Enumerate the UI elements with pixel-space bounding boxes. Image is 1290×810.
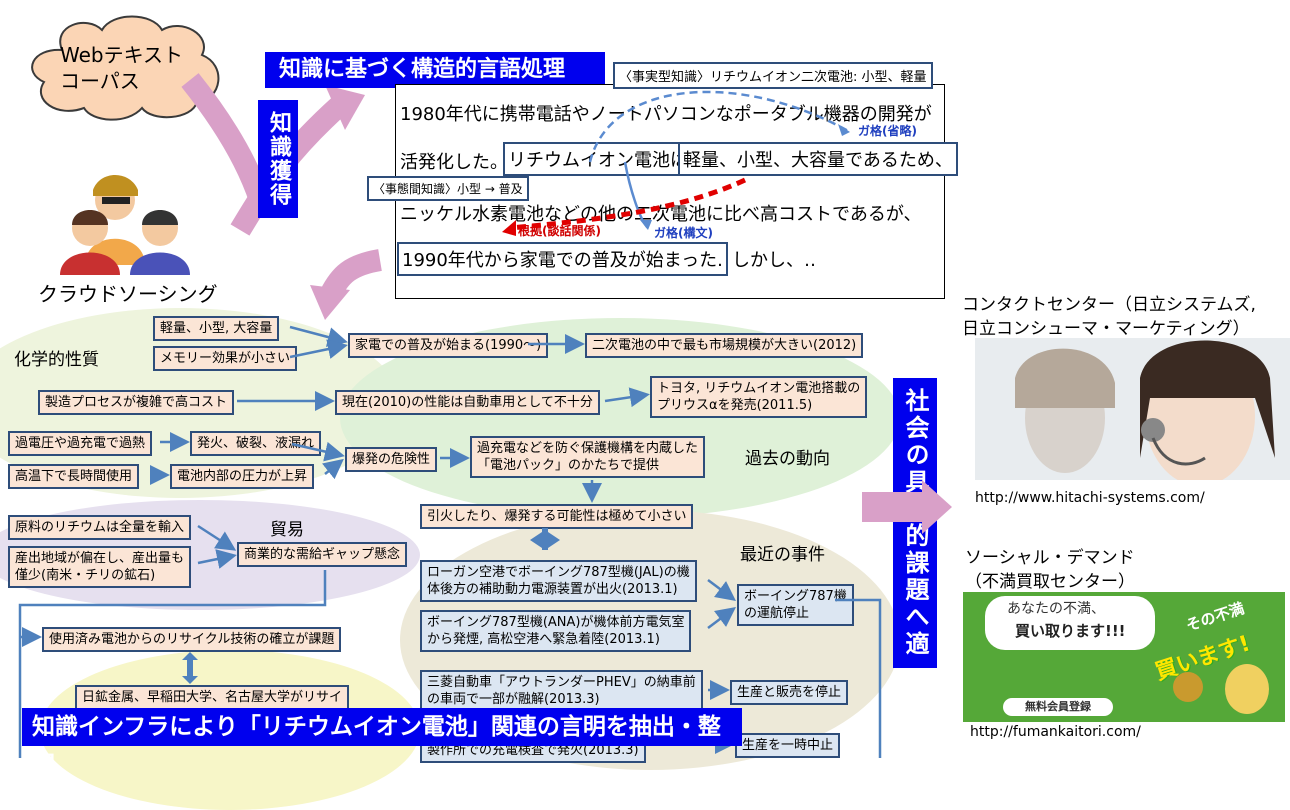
knowledge-acquisition-label: 知識獲得 bbox=[258, 100, 298, 218]
factual-knowledge-box: 〈事実型知識〉リチウムイオン二次電池: 小型、軽量 bbox=[613, 62, 933, 89]
cloud-line2: コーパス bbox=[60, 69, 140, 93]
node-largest-market: 二次電池の中で最も市場規模が大きい(2012) bbox=[585, 333, 864, 358]
node-memory: メモリー効果が小さい bbox=[153, 346, 298, 371]
ad-text2: 買い取ります!!! bbox=[1015, 622, 1126, 640]
property-box: 軽量、小型、大容量であるため、 bbox=[678, 142, 958, 176]
node-protection: 過充電などを防ぐ保護機構を内蔵した 「電池パック」のかたちで提供 bbox=[470, 436, 706, 478]
node-toyota: トヨタ, リチウムイオン電池搭載の プリウスαを発売(2011.5) bbox=[650, 376, 868, 418]
event-knowledge-box: 〈事態間知識〉小型 → 普及 bbox=[367, 176, 529, 201]
annotation-arcs bbox=[502, 90, 851, 236]
node-logan-line2: 体後方の補助動力電源装置が出火(2013.1) bbox=[427, 582, 678, 597]
node-boeing-stop-line1: ボーイング787機 bbox=[744, 589, 847, 604]
node-commercial-gap: 商業的な需給ギャップ懸念 bbox=[237, 542, 408, 567]
node-toyota-line2: プリウスαを発売(2011.5) bbox=[657, 398, 813, 413]
ga-omitted-label: ガ格(省略) bbox=[858, 124, 917, 138]
bottom-banner: 知識インフラにより「リチウムイオン電池」関連の言明を抽出・整理 bbox=[22, 708, 742, 778]
social-demand-line1: ソーシャル・デマンド bbox=[965, 548, 1135, 568]
social-demand-line2: （不満買取センター） bbox=[965, 572, 1135, 592]
node-high-temp: 高温下で長時間使用 bbox=[8, 464, 140, 489]
node-fire: 発火、破裂、液漏れ bbox=[190, 431, 322, 456]
ad-register-bar[interactable]: 無料会員登録 bbox=[1003, 698, 1113, 716]
node-prod-stop: 生産と販売を停止 bbox=[730, 680, 849, 705]
connector-arrows bbox=[18, 325, 882, 758]
trade-label: 貿易 bbox=[270, 520, 304, 540]
crowd-people-icon bbox=[60, 175, 190, 275]
contact-center-line1: コンタクトセンター（日立システムズ, bbox=[962, 295, 1256, 315]
node-light-small: 軽量、小型, 大容量 bbox=[153, 316, 280, 341]
node-mitsubishi-line2: の車両で一部が融解(2013.3) bbox=[427, 692, 600, 707]
node-production-area-line2: 僅少(南米・チリの鉱石) bbox=[15, 568, 156, 583]
node-recycle: 使用済み電池からのリサイクル技術の確立が課題 bbox=[42, 627, 342, 652]
node-protection-line1: 過充電などを防ぐ保護機構を内蔵した bbox=[477, 441, 699, 456]
node-ana-line1: ボーイング787型機(ANA)が機体前方電気室 bbox=[427, 615, 685, 630]
node-ana-line2: から発煙, 高松空港へ緊急着陸(2013.1) bbox=[427, 632, 660, 647]
ad-character-icon bbox=[1225, 664, 1269, 714]
node-ana: ボーイング787型機(ANA)が機体前方電気室 から発煙, 高松空港へ緊急着陸(… bbox=[420, 610, 692, 652]
node-boeing-stop-line2: の運航停止 bbox=[744, 606, 810, 621]
node-explosion-risk: 爆発の危険性 bbox=[345, 447, 438, 472]
node-mitsubishi-line1: 三菱自動車「アウトランダーPHEV」の納車前 bbox=[427, 675, 696, 690]
node-prod-pause: 生産を一時中止 bbox=[735, 733, 841, 758]
chemical-label: 化学的性質 bbox=[14, 350, 99, 370]
node-production-area: 産出地域が偏在し、産出量も 僅少(南米・チリの鉱石) bbox=[8, 546, 192, 588]
spread-box: 1990年代から家電での普及が始まった. bbox=[397, 242, 728, 276]
node-production-area-line1: 産出地域が偏在し、産出量も bbox=[15, 551, 185, 566]
text-line3: ニッケル水素電池などの他の二次電池に比べ高コストであるが、 bbox=[400, 204, 922, 225]
node-boeing-stop: ボーイング787機 の運航停止 bbox=[737, 584, 854, 626]
recent-label: 最近の事件 bbox=[740, 545, 825, 565]
node-manufacturing: 製造プロセスが複雑で高コスト bbox=[38, 390, 235, 415]
apply-arrow bbox=[862, 480, 952, 534]
node-lithium-import: 原料のリチウムは全量を輸入 bbox=[8, 515, 192, 540]
node-logan: ローガン空港でボーイング787型機(JAL)の機 体後方の補助動力電源装置が出火… bbox=[420, 560, 697, 602]
node-logan-line1: ローガン空港でボーイング787型機(JAL)の機 bbox=[427, 565, 690, 580]
battery-subject-box: リチウムイオン電池は bbox=[503, 142, 693, 176]
node-mitsubishi: 三菱自動車「アウトランダーPHEV」の納車前 の車両で一部が融解(2013.3) bbox=[420, 670, 703, 712]
node-overcharge: 過電圧や過充電で過熱 bbox=[8, 431, 153, 456]
ga-syntax-label: ガ格(構文) bbox=[654, 226, 713, 240]
crowdsourcing-label: クラウドソーシング bbox=[38, 282, 218, 306]
ad-coin-icon bbox=[1173, 672, 1203, 702]
text-line4b: しかし、‥ bbox=[732, 250, 817, 271]
node-current-perf: 現在(2010)の性能は自動車用として不十分 bbox=[335, 390, 600, 415]
past-label: 過去の動向 bbox=[745, 449, 830, 469]
ad-speech-bubble bbox=[985, 596, 1155, 650]
node-ignition: 引火したり、爆発する可能性は極めて小さい bbox=[420, 504, 694, 529]
ad-text1: あなたの不満、 bbox=[1007, 601, 1105, 617]
url-fuman[interactable]: http://fumankaitori.com/ bbox=[970, 724, 1141, 740]
main-title: 知識に基づく構造的言語処理 bbox=[265, 52, 605, 88]
text-line2a: 活発化した。 bbox=[400, 152, 508, 173]
call-center-photo bbox=[975, 338, 1290, 480]
url-hitachi[interactable]: http://www.hitachi-systems.com/ bbox=[975, 490, 1205, 506]
node-nikko: 日鉱金属、早稲田大学、名古屋大学がリサイ bbox=[75, 685, 350, 710]
node-pressure: 電池内部の圧力が上昇 bbox=[170, 464, 315, 489]
contact-center-line2: 日立コンシューマ・マーケティング） bbox=[962, 319, 1250, 339]
cloud-line1: Webテキスト bbox=[60, 43, 184, 67]
node-toyota-line1: トヨタ, リチウムイオン電池搭載の bbox=[657, 381, 861, 396]
node-home-spread: 家電での普及が始まる(1990〜) bbox=[348, 333, 549, 358]
cloud-text: Webテキスト コーパス bbox=[60, 42, 183, 94]
node-protection-line2: 「電池パック」のかたちで提供 bbox=[477, 458, 660, 473]
fuman-ad: あなたの不満、 買い取ります!!! その不満 買います! 無料会員登録 bbox=[963, 592, 1285, 722]
